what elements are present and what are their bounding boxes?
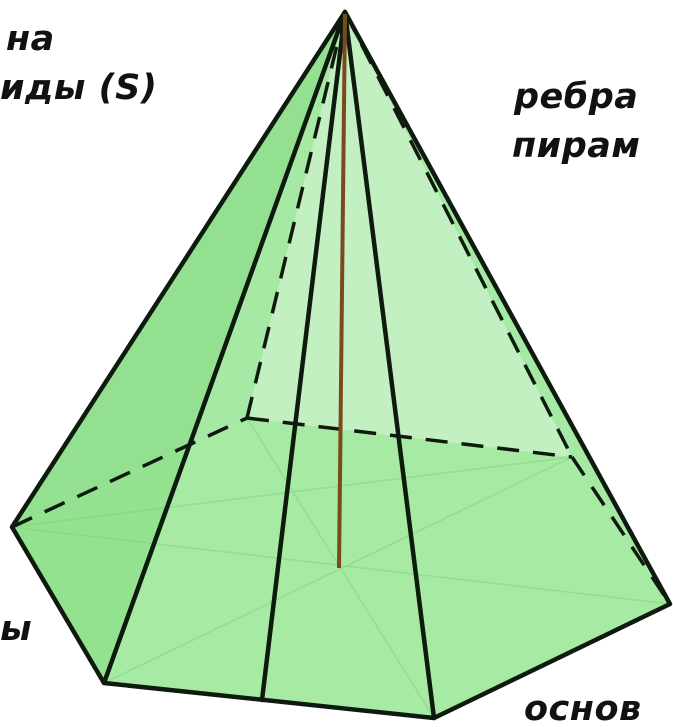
edge-label-line-1: ребра — [514, 77, 639, 117]
base-label-fragment: основ — [524, 689, 642, 727]
base-edges — [10, 525, 671, 721]
edge-label-line-2: пирам — [512, 126, 641, 166]
apex-label-line-2: иды (S) — [0, 68, 158, 108]
pyramid-height — [337, 13, 347, 569]
left-label-fragment: ы — [0, 609, 33, 649]
lateral-edges — [9, 9, 673, 721]
left-face-shade — [12, 12, 345, 683]
apex-label-line-1: на — [6, 19, 55, 59]
hidden-edges — [11, 11, 672, 605]
